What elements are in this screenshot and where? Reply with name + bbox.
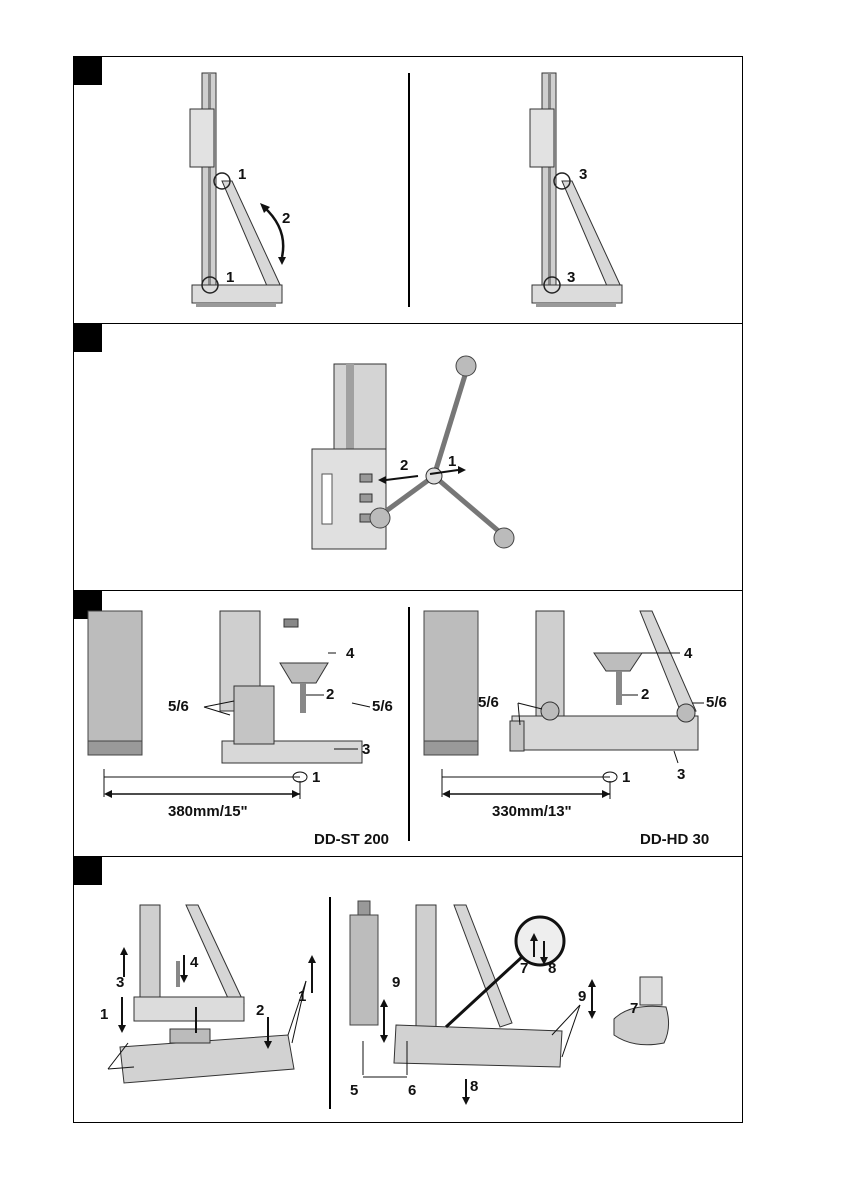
p4l-label-3: 3	[116, 974, 124, 991]
base-hd30	[510, 611, 698, 751]
p1-label-1a: 1	[238, 166, 246, 183]
column-detail	[312, 356, 514, 549]
p3l-label-2: 2	[326, 686, 334, 703]
p3l-label-56b: 5/6	[372, 698, 393, 715]
p1-label-2: 2	[282, 210, 290, 227]
p1-label-3a: 3	[579, 166, 587, 183]
base-st200	[220, 611, 362, 763]
p4r-label-8a: 8	[470, 1078, 478, 1095]
p3r-label-4: 4	[684, 645, 693, 662]
p3r-label-3: 3	[677, 766, 685, 783]
panel-2-drawing: 2 1	[74, 324, 742, 591]
p4r-label-8b: 8	[548, 960, 556, 977]
panel-3: 4 2 5/6 5/6 3 1 380mm/15" DD-ST 200	[74, 591, 742, 857]
p3l-label-56a: 5/6	[168, 698, 189, 715]
p3r-label-56b: 5/6	[706, 694, 727, 711]
figure-frame: 1 2 1 3 3	[73, 56, 743, 1123]
p1-label-3b: 3	[567, 269, 575, 286]
panel-1: 1 2 1 3 3	[74, 57, 742, 324]
p1-label-1b: 1	[226, 269, 234, 286]
p4l-label-1b: 1	[298, 988, 306, 1005]
p3l-model: DD-ST 200	[314, 831, 389, 848]
p3l-label-1: 1	[312, 769, 320, 786]
p4l-label-4: 4	[190, 954, 199, 971]
p3r-label-56a: 5/6	[478, 694, 499, 711]
p4r-label-9b: 9	[578, 988, 586, 1005]
panel-3-drawing: 4 2 5/6 5/6 3 1 380mm/15" DD-ST 200	[74, 591, 742, 857]
core-bit-left	[88, 611, 142, 755]
panel-4: 3 4 1 2 1	[74, 857, 742, 1122]
stand-right	[530, 73, 622, 307]
panel-4-drawing: 3 4 1 2 1	[74, 857, 742, 1122]
p4r-label-7a: 7	[520, 960, 528, 977]
panel-2: 2 1	[74, 324, 742, 591]
core-bit-right	[424, 611, 478, 755]
stand-left	[190, 73, 286, 307]
p2-label-1: 1	[448, 453, 456, 470]
p3l-label-4: 4	[346, 645, 355, 662]
p4l-label-1a: 1	[100, 1006, 108, 1023]
panel-1-drawing: 1 2 1 3 3	[74, 57, 742, 324]
p3r-label-1: 1	[622, 769, 630, 786]
p3l-dimension: 380mm/15"	[168, 803, 248, 820]
p4r-label-6: 6	[408, 1082, 416, 1099]
p2-label-2: 2	[400, 457, 408, 474]
p4l-label-2: 2	[256, 1002, 264, 1019]
p4r-label-7b: 7	[630, 1000, 638, 1017]
p3l-label-3: 3	[362, 741, 370, 758]
p4r-label-9a: 9	[392, 974, 400, 991]
p3r-label-2: 2	[641, 686, 649, 703]
base-plate-assembly	[120, 905, 294, 1083]
p4r-label-5: 5	[350, 1082, 358, 1099]
p3r-dimension: 330mm/13"	[492, 803, 572, 820]
p3r-model: DD-HD 30	[640, 831, 709, 848]
